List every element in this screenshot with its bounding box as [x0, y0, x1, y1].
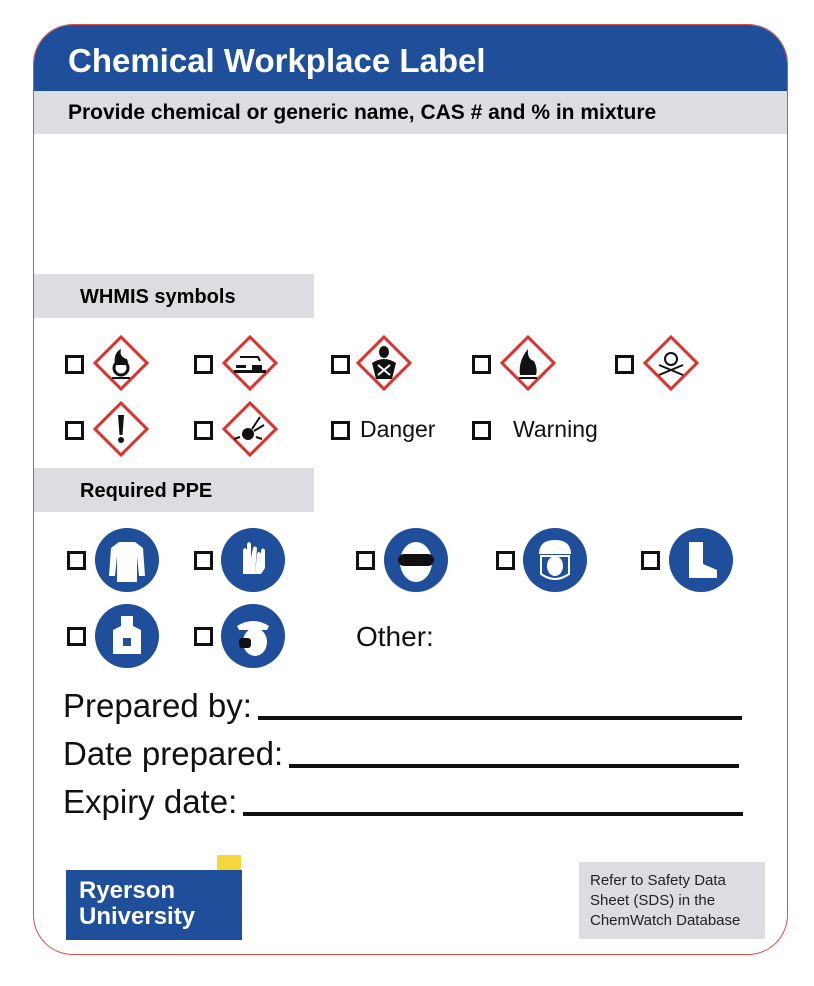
oxidizer-checkbox[interactable] — [65, 355, 84, 374]
lab-coat-icon — [95, 528, 159, 592]
skull-crossbones-icon — [643, 335, 699, 391]
explosive-checkbox[interactable] — [194, 421, 213, 440]
label-subtitle: Provide chemical or generic name, CAS # … — [34, 91, 787, 134]
logo-line-1: Ryerson — [79, 877, 176, 904]
ppe-section-heading: Required PPE — [34, 468, 314, 512]
goggles-icon — [384, 528, 448, 592]
exploding-bomb-icon — [222, 401, 278, 457]
prepared-by-line[interactable] — [257, 716, 742, 720]
danger-checkbox[interactable] — [331, 421, 350, 440]
gloves-checkbox[interactable] — [194, 551, 213, 570]
danger-label: Danger — [360, 416, 436, 442]
sds-line-2: Sheet (SDS) in the — [590, 892, 716, 909]
warning-checkbox[interactable] — [472, 421, 491, 440]
date-prepared-label: Date prepared: — [63, 735, 284, 772]
health-hazard-icon — [356, 335, 412, 391]
prepared-by-label: Prepared by: — [63, 687, 252, 724]
oxidizer-icon — [93, 335, 149, 391]
expiry-date-row[interactable]: Expiry date: — [63, 783, 744, 821]
safety-boots-checkbox[interactable] — [641, 551, 660, 570]
face-shield-checkbox[interactable] — [496, 551, 515, 570]
toxic-checkbox[interactable] — [615, 355, 634, 374]
sds-line-3: ChemWatch Database — [590, 912, 741, 929]
date-prepared-row[interactable]: Date prepared: — [63, 735, 740, 773]
whmis-section-heading: WHMIS symbols — [34, 274, 314, 318]
apron-icon — [95, 604, 159, 668]
expiry-date-line[interactable] — [243, 812, 744, 816]
goggles-checkbox[interactable] — [356, 551, 375, 570]
chemical-name-area[interactable] — [34, 134, 787, 274]
gloves-icon — [221, 528, 285, 592]
logo-line-2: University — [79, 903, 196, 930]
date-prepared-line[interactable] — [289, 764, 740, 768]
corrosion-icon — [222, 335, 278, 391]
lab-coat-checkbox[interactable] — [67, 551, 86, 570]
exclamation-icon — [93, 401, 149, 457]
respirator-checkbox[interactable] — [194, 627, 213, 646]
irritant-checkbox[interactable] — [65, 421, 84, 440]
label-title: Chemical Workplace Label — [34, 25, 787, 91]
chemical-label-card: Chemical Workplace Label Provide chemica… — [33, 24, 788, 955]
flammable-icon — [500, 335, 556, 391]
flammable-checkbox[interactable] — [472, 355, 491, 374]
warning-label: Warning — [513, 416, 598, 442]
health-hazard-checkbox[interactable] — [331, 355, 350, 374]
prepared-by-row[interactable]: Prepared by: — [63, 687, 742, 725]
face-shield-icon — [523, 528, 587, 592]
other-label: Other: — [356, 621, 434, 652]
safety-boots-icon — [669, 528, 733, 592]
apron-checkbox[interactable] — [67, 627, 86, 646]
sds-line-1: Refer to Safety Data — [590, 872, 726, 889]
respirator-icon — [221, 604, 285, 668]
corrosion-checkbox[interactable] — [194, 355, 213, 374]
expiry-date-label: Expiry date: — [63, 783, 238, 820]
